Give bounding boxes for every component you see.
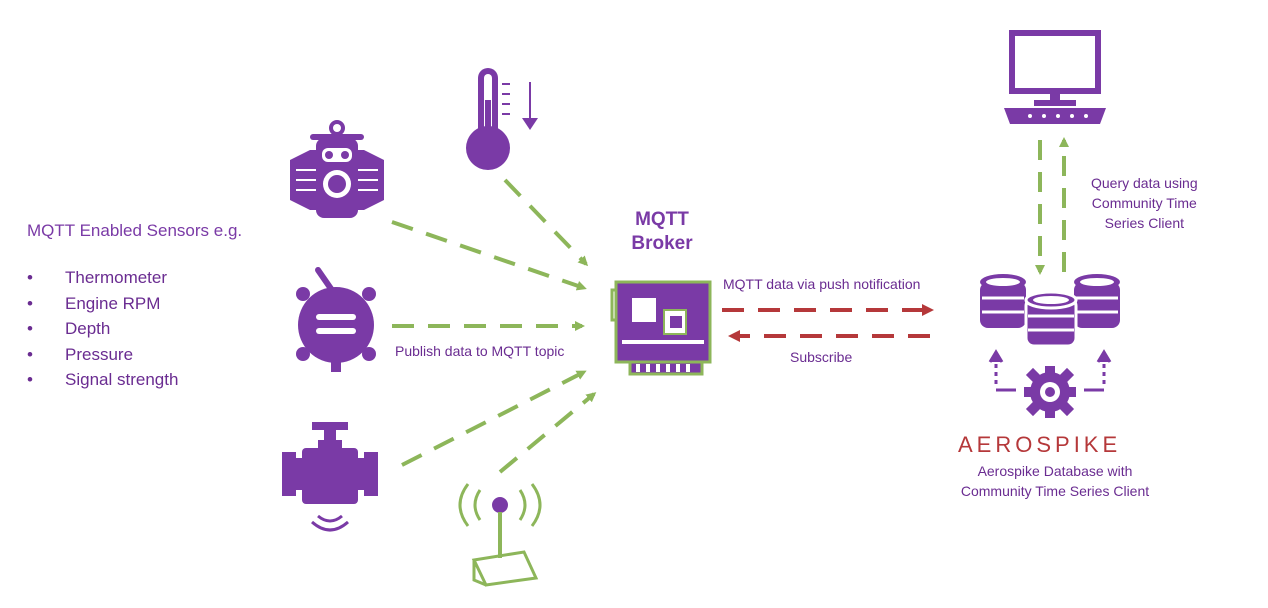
bullet: • [27, 370, 33, 389]
subscribe-label: Subscribe [790, 349, 853, 365]
publish-label: Publish data to MQTT topic [395, 343, 565, 359]
bullet: • [27, 268, 33, 287]
arrow-antenna-to-broker [498, 392, 597, 474]
sensor-label: Depth [65, 319, 111, 338]
bullet: • [27, 344, 33, 364]
bullet: • [27, 319, 33, 338]
sensor-label: Pressure [65, 344, 134, 364]
list-item: • Engine RPM [27, 294, 178, 320]
broker-title-line1: MQTT [635, 209, 689, 230]
aerospike-caption: Aerospike Database with Community Time S… [945, 461, 1165, 501]
depth-gauge-icon [296, 267, 376, 372]
query-label: Query data using Community Time Series C… [1091, 173, 1198, 233]
signal-antenna-icon [458, 483, 542, 587]
sensors-heading: MQTT Enabled Sensors e.g. [27, 221, 243, 240]
push-subscribe-arrows [722, 304, 934, 342]
list-item: • Thermometer [27, 268, 178, 294]
sensor-label: Engine RPM [65, 293, 161, 313]
database-cluster-icon [980, 274, 1120, 392]
sensor-label: Thermometer [65, 268, 168, 287]
publish-arrows [391, 178, 597, 474]
broker-card-icon [610, 280, 712, 376]
aerospike-caption-line2: Community Time Series Client [960, 483, 1150, 499]
aerospike-logo: AEROSPIKE [958, 432, 1122, 457]
thermometer-icon [466, 68, 538, 170]
broker-title-line2: Broker [631, 233, 693, 254]
list-item: • Depth [27, 319, 178, 345]
broker-title: MQTT Broker [622, 208, 702, 256]
sensor-label: Signal strength [65, 370, 179, 389]
list-item: • Pressure [27, 345, 178, 371]
arrow-valve-to-broker [401, 370, 587, 467]
engine-icon [290, 120, 384, 218]
query-label-line3: Series Client [1104, 215, 1184, 231]
query-arrows [1035, 137, 1069, 275]
list-item: • Signal strength [27, 370, 178, 396]
arrow-thermometer-to-broker [503, 178, 589, 267]
push-label: MQTT data via push notification [723, 276, 921, 292]
monitor-icon [1004, 30, 1106, 124]
sensor-list: • Thermometer • Engine RPM • Depth • Pressur… [27, 268, 178, 396]
gear-icon [1024, 366, 1076, 418]
bullet: • [27, 293, 33, 313]
query-label-line1: Query data using [1091, 175, 1198, 191]
query-label-line2: Community Time [1091, 195, 1197, 211]
pressure-valve-icon [282, 422, 378, 532]
aerospike-caption-line1: Aerospike Database with [977, 463, 1133, 479]
